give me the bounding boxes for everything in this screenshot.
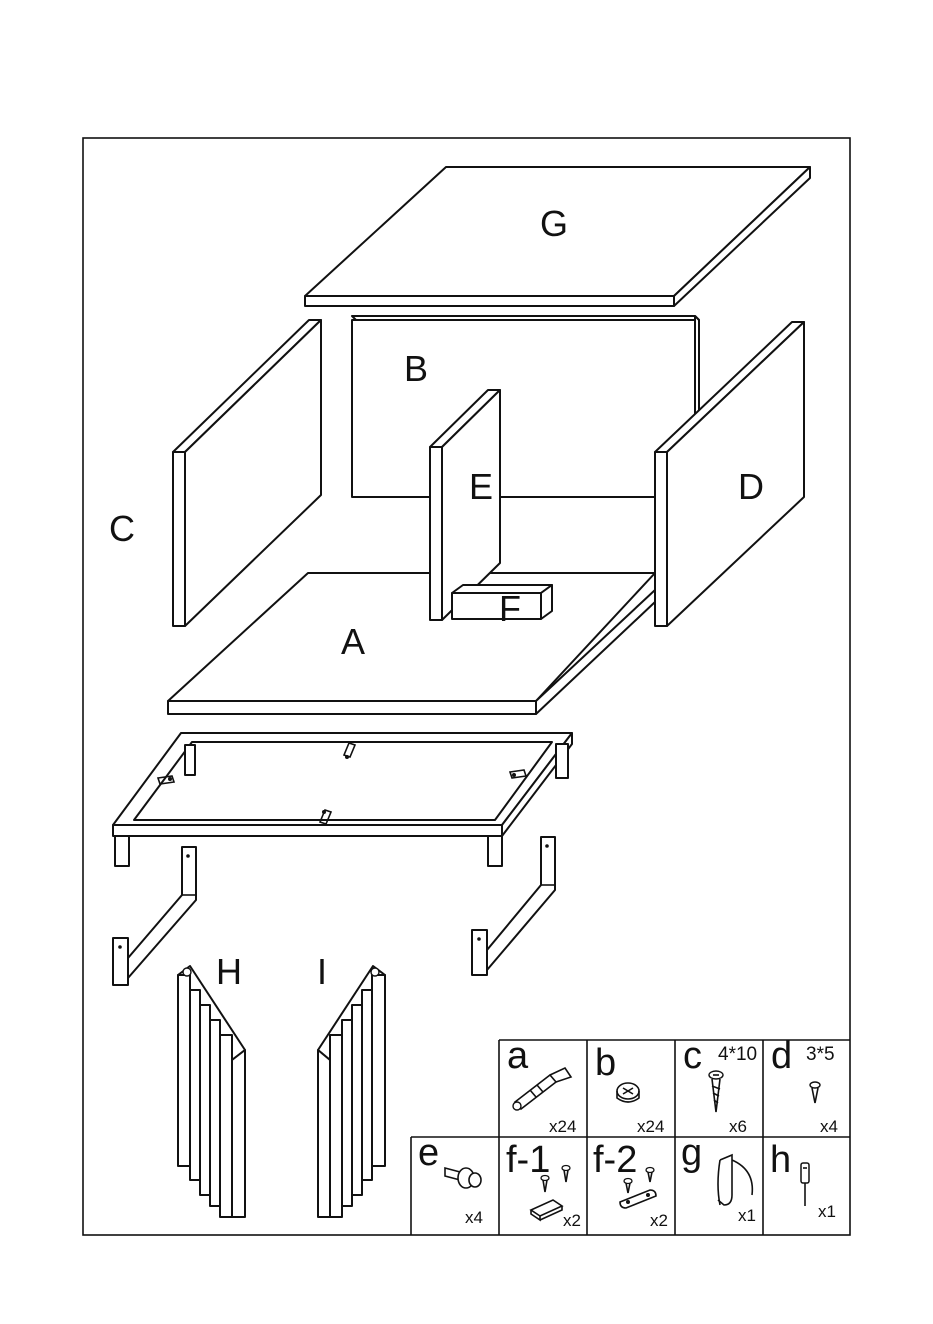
hardware-qty-c: x6 bbox=[729, 1117, 747, 1136]
leg-left bbox=[113, 847, 196, 985]
hardware-letter-f1: f-1 bbox=[506, 1139, 550, 1181]
label-a: A bbox=[341, 621, 365, 662]
label-g: G bbox=[540, 203, 568, 244]
hardware-cell-f1: f-1 x2 bbox=[506, 1139, 581, 1230]
door-h bbox=[178, 966, 245, 1217]
hardware-qty-b: x24 bbox=[637, 1117, 664, 1136]
hardware-cell-d: d 3*5 x4 bbox=[771, 1035, 838, 1136]
label-i: I bbox=[317, 951, 327, 992]
hardware-letter-d: d bbox=[771, 1035, 792, 1077]
screwdriver-icon bbox=[801, 1163, 809, 1206]
cam-lock-icon bbox=[617, 1083, 639, 1102]
hardware-cell-e: e x4 bbox=[418, 1132, 483, 1227]
label-h: H bbox=[216, 951, 242, 992]
hardware-qty-f1: x2 bbox=[563, 1211, 581, 1230]
hook-icon bbox=[718, 1155, 752, 1205]
hardware-letter-a: a bbox=[507, 1035, 529, 1077]
panel-b bbox=[352, 316, 699, 497]
hardware-cell-a: a x24 bbox=[507, 1035, 576, 1136]
hardware-cell-h: h x1 bbox=[770, 1139, 836, 1221]
screw-icon bbox=[709, 1071, 723, 1112]
door-i bbox=[318, 966, 385, 1217]
hardware-cell-c: c 4*10 x6 bbox=[683, 1035, 757, 1136]
shelf-pin-icon bbox=[445, 1168, 481, 1188]
hardware-letter-b: b bbox=[595, 1042, 616, 1084]
hardware-cell-f2: f-2 x2 bbox=[593, 1139, 668, 1230]
hardware-qty-e: x4 bbox=[465, 1208, 483, 1227]
hardware-qty-d: x4 bbox=[820, 1117, 838, 1136]
hardware-qty-f2: x2 bbox=[650, 1211, 668, 1230]
hardware-letter-h: h bbox=[770, 1139, 791, 1181]
panel-a bbox=[168, 573, 655, 714]
label-b: B bbox=[404, 348, 428, 389]
label-d: D bbox=[738, 466, 764, 507]
hardware-letter-f2: f-2 bbox=[593, 1139, 637, 1181]
small-screw-icon bbox=[810, 1082, 820, 1103]
hardware-qty-a: x24 bbox=[549, 1117, 576, 1136]
hardware-letter-g: g bbox=[681, 1132, 702, 1174]
hardware-letter-c: c bbox=[683, 1035, 702, 1077]
hardware-size-d: 3*5 bbox=[806, 1044, 835, 1065]
label-e: E bbox=[469, 466, 493, 507]
hardware-size-c: 4*10 bbox=[718, 1044, 757, 1065]
hardware-cell-b: b x24 bbox=[595, 1042, 664, 1136]
hardware-cell-g: g x1 bbox=[681, 1132, 756, 1225]
hardware-qty-h: x1 bbox=[818, 1202, 836, 1221]
label-c: C bbox=[109, 508, 135, 549]
hardware-qty-g: x1 bbox=[738, 1206, 756, 1225]
label-f: F bbox=[499, 588, 521, 629]
leg-right bbox=[472, 837, 555, 975]
hardware-letter-e: e bbox=[418, 1132, 439, 1174]
